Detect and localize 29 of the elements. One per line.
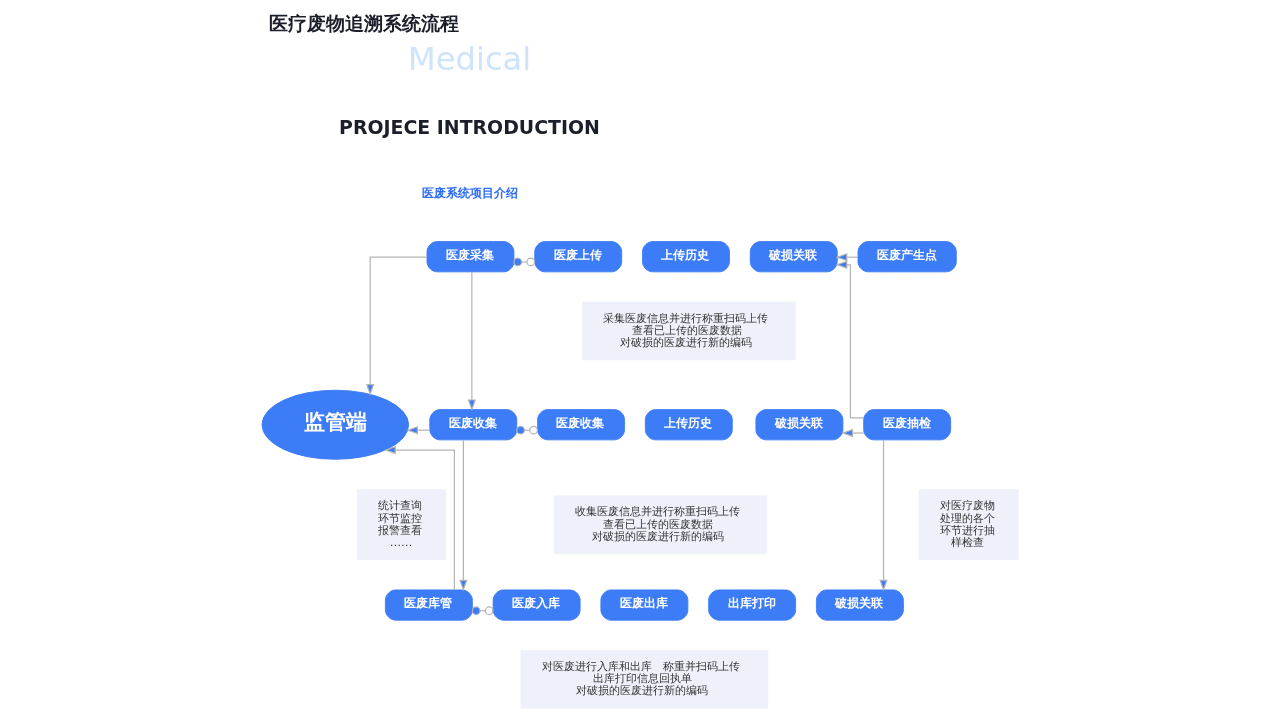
node-ellipse: 监管端 xyxy=(261,389,410,460)
connector xyxy=(513,257,536,267)
node-box: 医废入库 xyxy=(492,589,581,621)
label: 医废系统项目介绍 xyxy=(421,185,518,200)
node-box: 破损关联 xyxy=(749,241,838,273)
arrow xyxy=(841,428,865,438)
arrow xyxy=(835,260,865,419)
node-box: 医废收集 xyxy=(429,409,518,441)
node-box: 破损关联 xyxy=(755,409,844,441)
node-box: 医废出库 xyxy=(600,589,689,621)
diagram-title: 医疗废物追溯系统流程 xyxy=(269,11,460,34)
node-box: 医废产生点 xyxy=(857,241,957,273)
node-box: 医废库管 xyxy=(384,589,473,621)
node-box: 医废上传 xyxy=(534,241,623,273)
connector xyxy=(471,606,494,616)
arrow xyxy=(879,439,888,592)
node-box: 出库打印 xyxy=(708,589,797,621)
node-box: 医废收集 xyxy=(537,409,625,441)
label: PROJECE INTRODUCTION xyxy=(339,115,600,138)
node-box: 医废抽检 xyxy=(863,409,952,441)
node-box: 医废采集 xyxy=(426,241,515,273)
connector xyxy=(516,425,538,435)
node-box: 上传历史 xyxy=(642,241,730,273)
arrow xyxy=(383,445,455,591)
arrow xyxy=(366,256,428,396)
arrow xyxy=(459,439,468,592)
node-box: 破损关联 xyxy=(815,589,904,621)
arrow xyxy=(467,271,477,412)
node-box: 上传历史 xyxy=(644,409,733,441)
